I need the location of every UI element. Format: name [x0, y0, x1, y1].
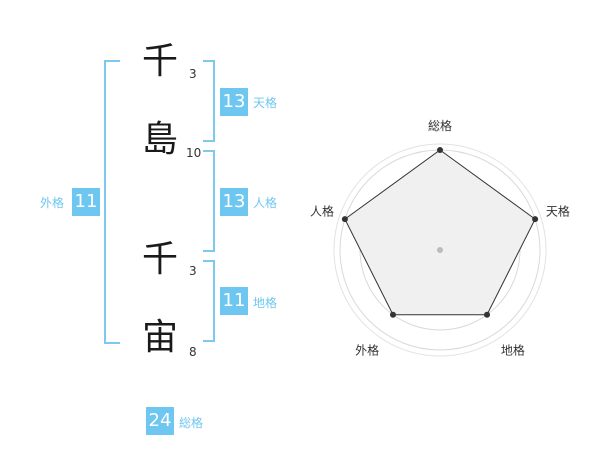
gaikaku-bracket: [104, 60, 120, 344]
gaikaku-badge: 11: [72, 188, 100, 216]
jinkaku-bracket: [203, 150, 215, 252]
stroke-count-2: 10: [186, 146, 202, 160]
chikaku-label: 地格: [253, 296, 278, 310]
radar-point: [532, 216, 539, 223]
radar-axis-label: 人格: [310, 204, 334, 219]
stroke-count-4: 8: [189, 345, 197, 359]
chikaku-badge: 11: [220, 287, 248, 315]
radar-axis-label: 外格: [355, 342, 379, 357]
radar-axis-label: 地格: [501, 342, 525, 357]
name-char-2: 島: [141, 119, 178, 160]
tenkaku-bracket: [203, 60, 215, 142]
name-char-4: 宙: [141, 317, 178, 358]
soukaku-label: 総格: [179, 416, 204, 430]
radar-center-dot: [437, 247, 443, 253]
tenkaku-badge: 13: [220, 88, 248, 116]
gaikaku-label: 外格: [40, 196, 65, 210]
tenkaku-label: 天格: [253, 96, 278, 110]
radar-axis-label: 天格: [546, 204, 570, 219]
radar-point: [437, 147, 443, 153]
radar-ring-outer: [333, 143, 547, 357]
name-char-1: 千: [141, 41, 178, 82]
stroke-count-3: 3: [189, 264, 197, 278]
radar-area: [344, 149, 536, 316]
name-char-3: 千: [141, 239, 178, 280]
jinkaku-label: 人格: [253, 196, 278, 210]
jinkaku-badge: 13: [220, 188, 248, 216]
soukaku-badge: 24: [146, 407, 174, 435]
radar-axis-label: 総格: [428, 118, 452, 133]
chikaku-bracket: [203, 260, 215, 342]
stroke-count-1: 3: [189, 67, 197, 81]
radar-point: [389, 311, 396, 318]
radar-point: [484, 311, 491, 318]
radar-point: [341, 216, 348, 223]
